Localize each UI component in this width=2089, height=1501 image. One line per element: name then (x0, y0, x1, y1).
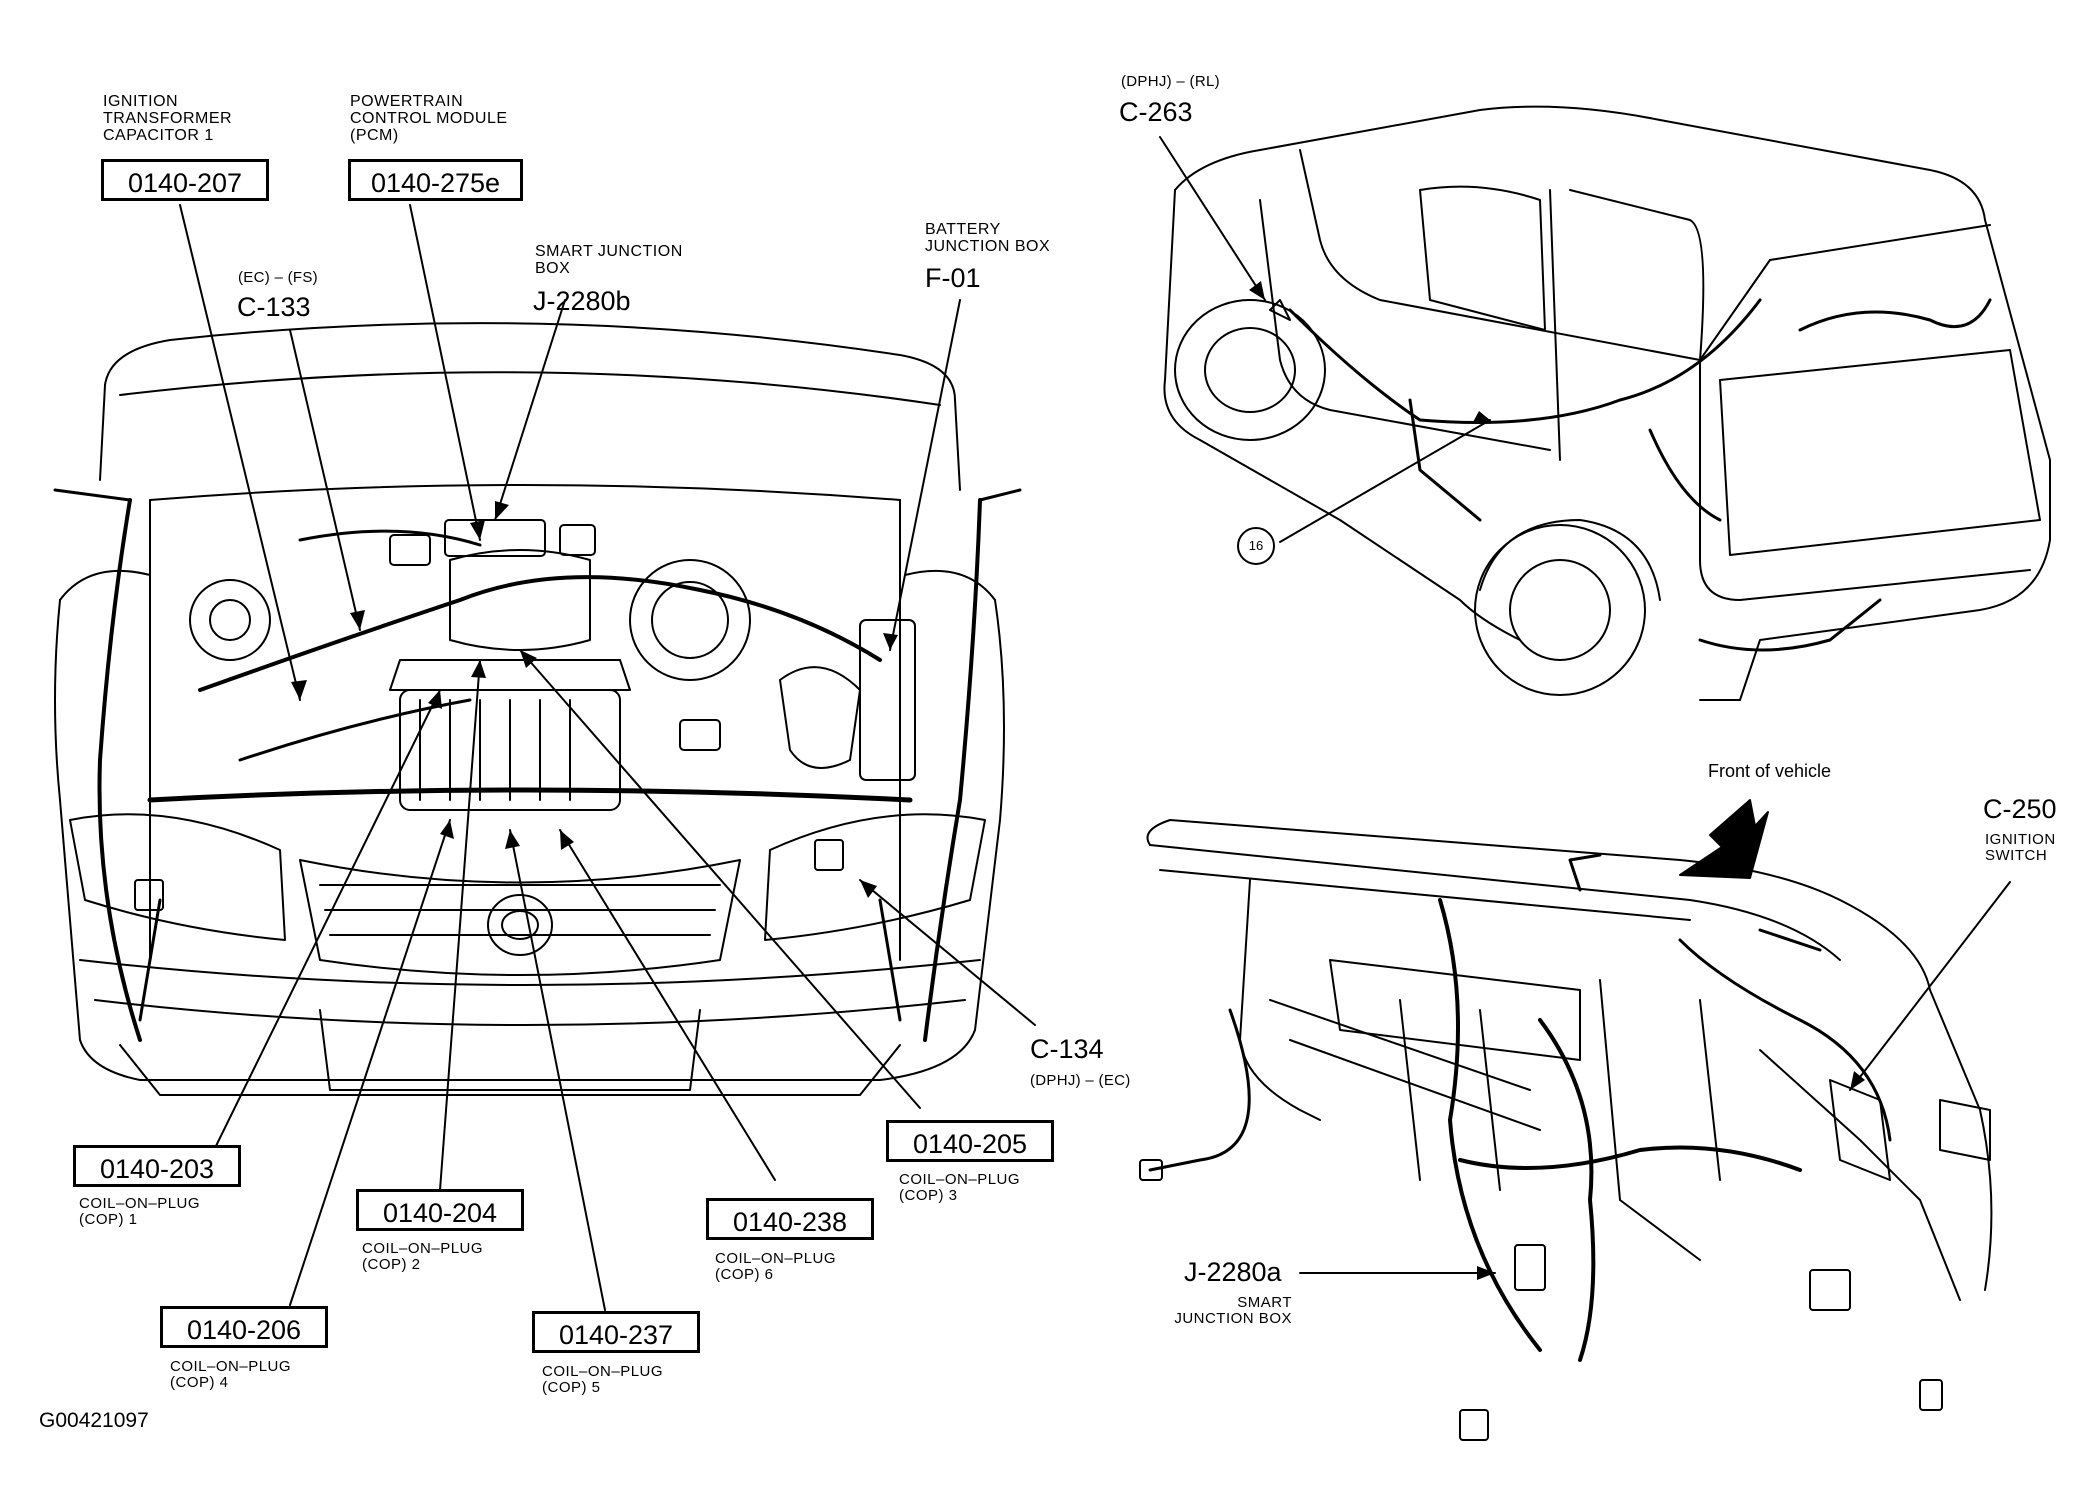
instrument-panel-drawing (1139, 819, 1993, 1441)
caption-c-133: (EC) – (FS) (238, 269, 318, 286)
callout-0140-237[interactable]: 0140-237 (532, 1311, 700, 1353)
caption-c-134: (DPHJ) – (EC) (1030, 1072, 1131, 1089)
callout-0140-206[interactable]: 0140-206 (160, 1306, 328, 1348)
caption-c-263: (DPHJ) – (RL) (1121, 73, 1220, 90)
caption-ignition-switch: IGNITION SWITCH (1985, 831, 2056, 864)
caption-ignition-transformer-capacitor: IGNITION TRANSFORMER CAPACITOR 1 (103, 93, 233, 144)
callout-0140-203[interactable]: 0140-203 (73, 1145, 241, 1187)
code-j-2280b[interactable]: J-2280b (533, 286, 631, 316)
callout-0140-275e[interactable]: 0140-275e (348, 159, 523, 201)
caption-smart-junction-box-dash: SMART JUNCTION BOX (1174, 1294, 1292, 1327)
code-c-133[interactable]: C-133 (237, 292, 311, 322)
code-c-250[interactable]: C-250 (1983, 794, 2057, 824)
callout-0140-205[interactable]: 0140-205 (886, 1120, 1054, 1162)
arrowheads (291, 281, 1865, 1280)
caption-cop-1: COIL–ON–PLUG (COP) 1 (79, 1195, 201, 1228)
callout-0140-238[interactable]: 0140-238 (706, 1198, 874, 1240)
code-c-263[interactable]: C-263 (1119, 97, 1193, 127)
caption-cop-6: COIL–ON–PLUG (COP) 6 (715, 1250, 837, 1283)
code-j-2280a[interactable]: J-2280a (1184, 1257, 1282, 1287)
caption-battery-junction-box: BATTERY JUNCTION BOX (925, 221, 1051, 255)
caption-cop-4: COIL–ON–PLUG (COP) 4 (170, 1358, 292, 1391)
callout-0140-204[interactable]: 0140-204 (356, 1189, 524, 1231)
rear-vehicle-drawing (1163, 105, 2051, 701)
circle-callout-16[interactable]: 16 (1237, 527, 1275, 565)
callout-0140-207[interactable]: 0140-207 (101, 159, 269, 201)
leader-lines (179, 136, 2011, 1311)
front-of-vehicle-arrow (1679, 799, 1769, 879)
engine-compartment-drawing (53, 322, 1022, 1096)
caption-cop-5: COIL–ON–PLUG (COP) 5 (542, 1363, 664, 1396)
caption-cop-2: COIL–ON–PLUG (COP) 2 (362, 1240, 484, 1273)
caption-smart-junction-box: SMART JUNCTION BOX (535, 243, 683, 277)
front-of-vehicle-label: Front of vehicle (1708, 761, 1832, 781)
code-f-01[interactable]: F-01 (925, 263, 981, 293)
caption-powertrain-control-module: POWERTRAIN CONTROL MODULE (PCM) (350, 93, 508, 144)
caption-cop-3: COIL–ON–PLUG (COP) 3 (899, 1171, 1021, 1204)
code-c-134[interactable]: C-134 (1030, 1034, 1104, 1064)
figure-id: G00421097 (39, 1409, 149, 1432)
